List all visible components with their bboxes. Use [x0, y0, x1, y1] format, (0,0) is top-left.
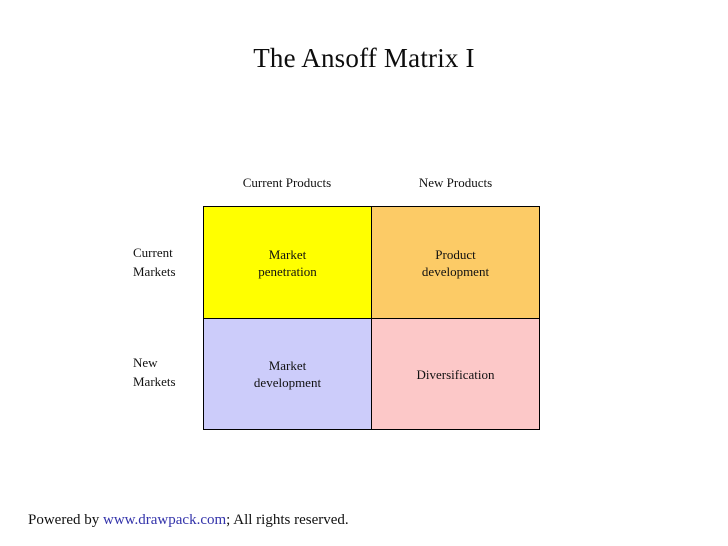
- matrix-cell-market-development-line2: development: [253, 375, 322, 390]
- row-header-current-markets: Current Markets: [133, 243, 197, 281]
- matrix-cell-market-penetration-line2: penetration: [258, 263, 317, 279]
- matrix-cell-product-development-line2: development: [421, 263, 490, 279]
- ansoff-matrix: Market penetration Product development M…: [203, 206, 540, 430]
- matrix-cell-market-development-label: Market development: [250, 357, 325, 391]
- column-header-current-products: Current Products: [242, 175, 332, 190]
- footer-prefix: Powered by: [28, 512, 103, 528]
- matrix-cell-market-penetration[interactable]: Market penetration: [204, 207, 372, 319]
- matrix-cell-product-development-line1: Product: [435, 246, 476, 262]
- column-header-new-products: New Products: [418, 175, 493, 190]
- matrix-cell-product-development-label: Product development: [418, 246, 493, 280]
- row-header-new-markets-line2: Markets: [133, 374, 176, 389]
- row-header-current-markets-line2: Markets: [133, 264, 176, 279]
- matrix-cell-market-development-line1: Market: [268, 358, 307, 373]
- matrix-cell-product-development[interactable]: Product development: [372, 207, 539, 319]
- row-header-current-markets-line1: Current: [133, 245, 173, 260]
- matrix-cell-market-penetration-label: Market penetration: [254, 246, 320, 280]
- footer-suffix: ; All rights reserved.: [226, 512, 349, 528]
- matrix-cell-diversification-label: Diversification: [413, 366, 499, 383]
- page-title: The Ansoff Matrix I: [253, 43, 475, 73]
- matrix-cell-market-development[interactable]: Market development: [204, 319, 372, 429]
- footer-link-drawpack[interactable]: www.drawpack.com: [103, 512, 227, 528]
- row-header-new-markets: New Markets: [133, 353, 197, 391]
- matrix-cell-market-penetration-line1: Market: [268, 246, 307, 262]
- matrix-cell-diversification-line1: Diversification: [416, 366, 495, 382]
- row-header-new-markets-line1: New: [133, 355, 158, 370]
- footer: Powered by www.drawpack.com; All rights …: [28, 510, 349, 530]
- matrix-cell-diversification[interactable]: Diversification: [372, 319, 539, 429]
